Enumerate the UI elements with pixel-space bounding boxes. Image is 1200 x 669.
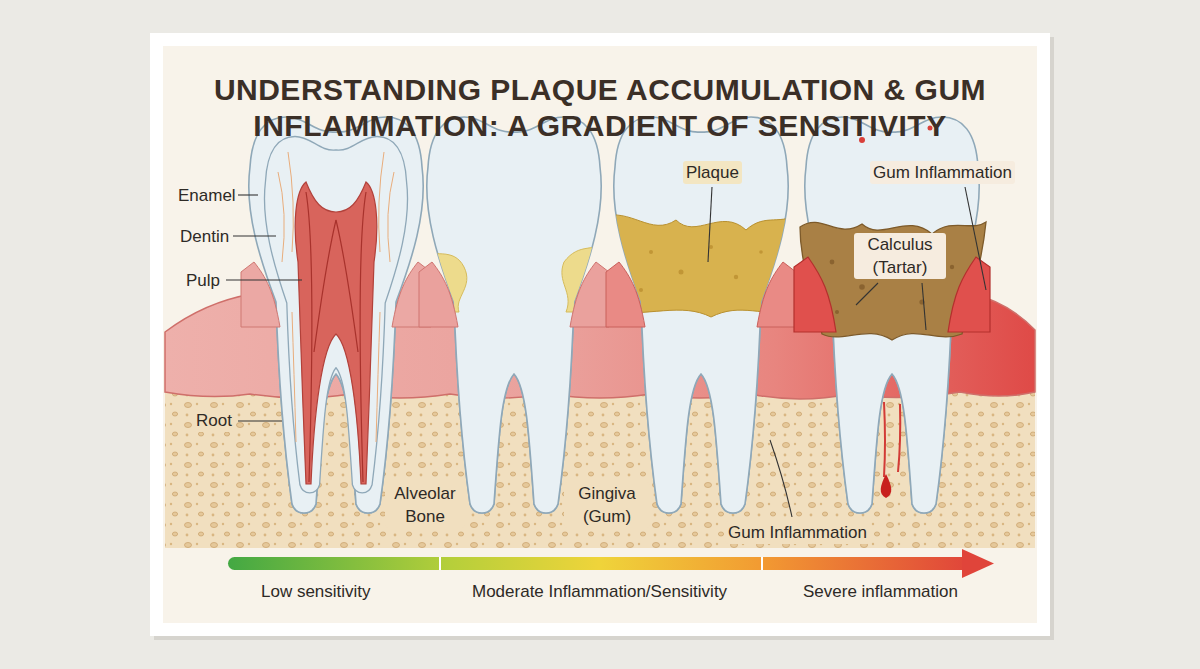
tooth-cross-section-part bbox=[295, 182, 377, 484]
tooth-heavy-plaque-part-part-part bbox=[734, 275, 738, 279]
part-label: Root bbox=[193, 409, 235, 432]
leader-lines-part bbox=[233, 235, 276, 236]
scale-label: Moderate Inflammation/Sensitivity bbox=[469, 580, 730, 603]
part-label: Calculus (Tartar) bbox=[854, 233, 946, 279]
diagram-title: UNDERSTANDING PLAQUE ACCUMULATION & GUM … bbox=[160, 72, 1040, 144]
tooth-calculus-part-part bbox=[950, 265, 954, 269]
tooth-light-plaque-part bbox=[419, 262, 609, 327]
scale-label: Low sensitivity bbox=[258, 580, 374, 603]
tooth-calculus-part-part bbox=[830, 260, 835, 265]
leader-lines-part bbox=[226, 279, 302, 280]
tooth-cross-section-part bbox=[306, 192, 366, 482]
tooth-heavy-plaque bbox=[601, 117, 801, 513]
sensitivity-scale bbox=[228, 549, 994, 578]
tooth-heavy-plaque-part bbox=[606, 262, 796, 327]
tooth-heavy-plaque-part-part-part bbox=[649, 250, 653, 254]
part-label: Dentin bbox=[177, 225, 232, 248]
part-label: Plaque bbox=[683, 161, 742, 184]
sensitivity-scale-part bbox=[228, 557, 970, 570]
tooth-heavy-plaque-part-part bbox=[639, 245, 763, 292]
sensitivity-scale-part bbox=[761, 557, 763, 570]
tooth-cross-section-part bbox=[264, 137, 407, 493]
leader-lines-part bbox=[965, 187, 986, 290]
tooth-calculus-part-part bbox=[835, 310, 839, 314]
tooth-heavy-plaque-part-part-part bbox=[639, 288, 643, 292]
part-label: Gum Inflammation bbox=[870, 161, 1015, 184]
sensitivity-scale-part bbox=[439, 557, 441, 570]
card-frame bbox=[150, 33, 1050, 636]
tooth-calculus-part-part bbox=[859, 284, 865, 290]
leader-lines-part bbox=[238, 420, 282, 421]
tooth-calculus-part bbox=[881, 474, 892, 498]
tooth-heavy-plaque-part-part-part bbox=[759, 250, 763, 254]
scale-label: Severe inflammation bbox=[800, 580, 961, 603]
leader-lines bbox=[226, 187, 986, 517]
part-label: Pulp bbox=[183, 269, 223, 292]
part-label: Gingiva (Gum) bbox=[564, 482, 650, 528]
tooth-cross-section bbox=[241, 117, 431, 513]
leader-lines-part bbox=[708, 187, 712, 262]
leader-lines-part bbox=[922, 283, 926, 330]
leader-lines-part bbox=[856, 283, 878, 305]
tooth-cross-section-part bbox=[241, 262, 431, 327]
card-shadow bbox=[154, 37, 1054, 640]
tooth-calculus-part bbox=[884, 402, 900, 477]
tooth-cross-section-part-part bbox=[264, 137, 407, 493]
part-label: Gum Inflammation bbox=[725, 521, 870, 544]
part-label: Enamel bbox=[175, 184, 239, 207]
sensitivity-scale-part bbox=[962, 549, 994, 578]
leader-lines-part bbox=[770, 440, 792, 517]
leader-lines-part bbox=[238, 194, 258, 195]
tooth-light-plaque bbox=[414, 117, 614, 513]
part-label: Alveolar Bone bbox=[385, 482, 465, 528]
tooth-heavy-plaque-part-part-part bbox=[679, 270, 684, 275]
tooth-heavy-plaque-part-part-part bbox=[709, 245, 713, 249]
